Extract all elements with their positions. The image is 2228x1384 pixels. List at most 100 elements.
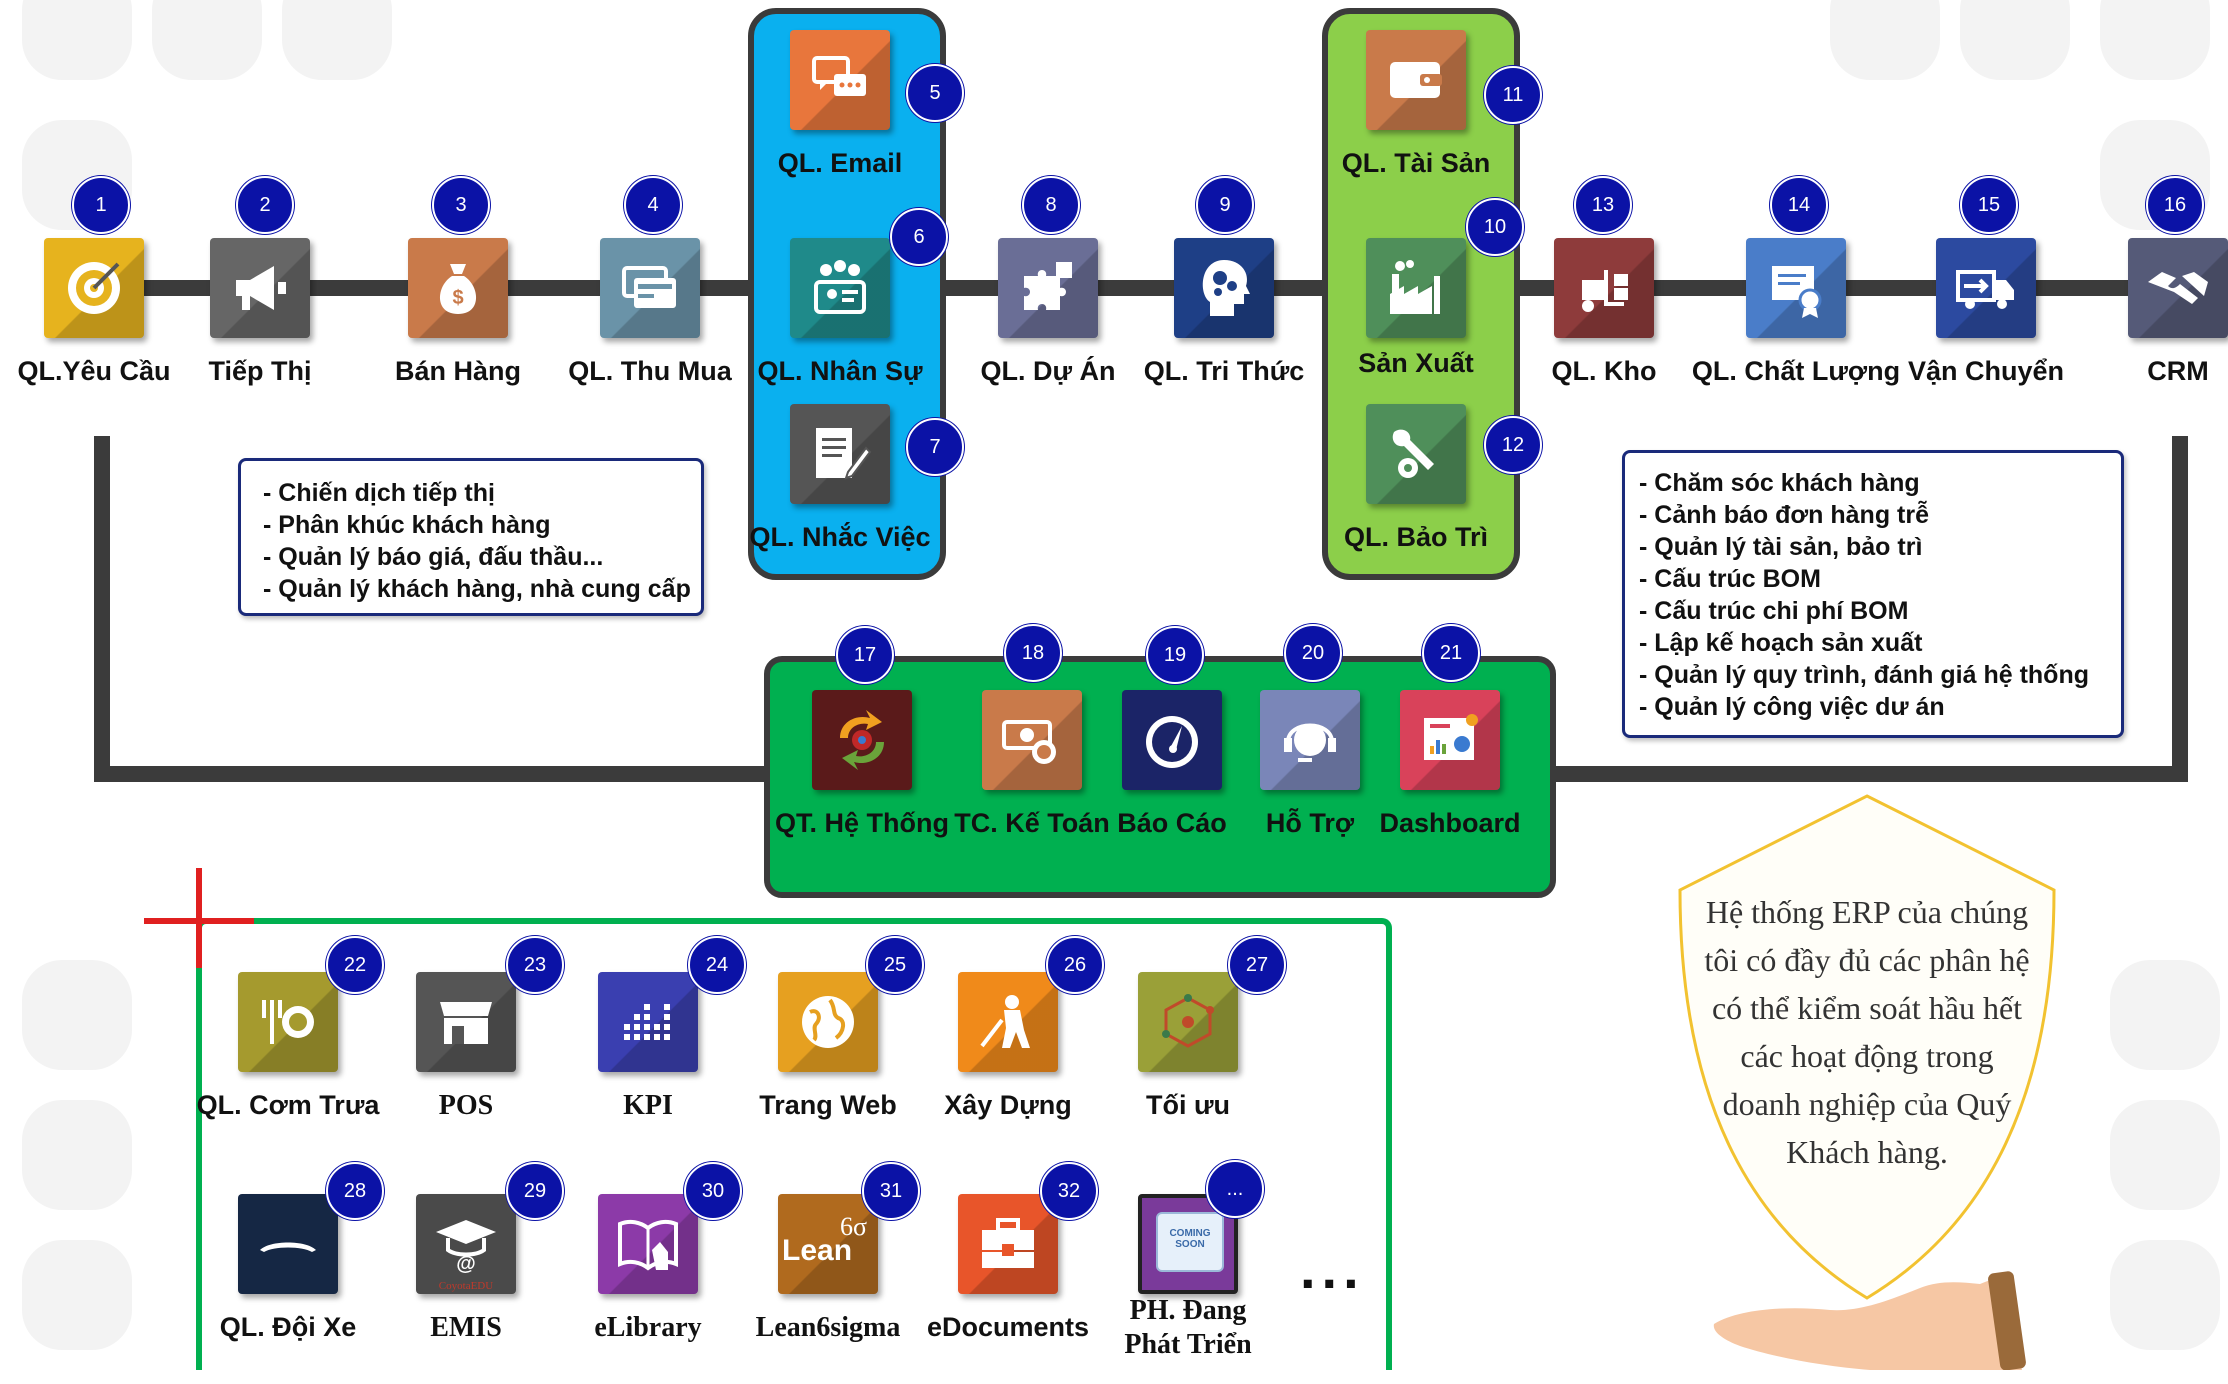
module-icon-tile: Lean 6σ (778, 1194, 878, 1294)
worker-icon (980, 995, 1030, 1048)
module-label: QL. Kho (1551, 356, 1657, 386)
module-dashboard[interactable]: Dashboard (1330, 690, 1570, 880)
brain-gears-icon (1202, 260, 1250, 316)
dashboard-icon (1424, 714, 1478, 760)
module-icon-tile (600, 238, 700, 338)
note-left-line: - Quản lý khách hàng, nhà cung cấp (263, 575, 691, 603)
gauge-icon (1146, 716, 1198, 768)
note-right-line: - Cảnh báo đơn hàng trễ (1639, 501, 1929, 529)
module-label: Lean6sigma (755, 1312, 901, 1343)
note-right-line: - Cấu trúc chi phí BOM (1639, 597, 1909, 625)
module-tiep-thi[interactable]: Tiếp Thị (140, 238, 380, 428)
module-label: PH. Đang Phát Triển (1124, 1295, 1252, 1360)
six-sigma-text: 6σ (840, 1212, 868, 1241)
module-label: eLibrary (594, 1312, 702, 1343)
module-elibrary[interactable]: eLibrary (528, 1194, 768, 1384)
module-number-badge: 16 (2146, 176, 2204, 234)
module-icon-tile (1746, 238, 1846, 338)
toolbox-icon (982, 1218, 1034, 1268)
module-ql-kho[interactable]: QL. Kho (1484, 238, 1724, 428)
module-label: Dashboard (1379, 808, 1521, 838)
module-tc-ke-toan[interactable]: TC. Kế Toán (912, 690, 1152, 880)
module-ql-chat-luong[interactable]: QL. Chất Lượng (1676, 238, 1916, 428)
module-ql-com-trua[interactable]: QL. Cơm Trưa (168, 972, 408, 1162)
graduation-icon: @ (436, 1220, 496, 1275)
module-icon-tile (1936, 238, 2036, 338)
shield-text: Hệ thống ERP của chúng tôi có đầy đủ các… (1704, 894, 2030, 1170)
module-ql-nhan-su[interactable]: QL. Nhân Sự (720, 238, 960, 428)
module-label: Sản Xuất (1358, 348, 1474, 378)
module-xay-dung[interactable]: Xây Dựng (888, 972, 1128, 1162)
globe-icon (802, 996, 854, 1048)
module-label: QL. Nhân Sự (757, 356, 923, 386)
module-pos[interactable]: POS (346, 972, 586, 1162)
module-number-badge: 11 (1484, 66, 1542, 124)
module-number-badge: 15 (1960, 176, 2018, 234)
module-number-badge: 19 (1146, 626, 1204, 684)
module-label: eDocuments (926, 1312, 1090, 1342)
module-bao-cao[interactable]: Báo Cáo (1052, 690, 1292, 880)
module-kpi[interactable]: KPI (528, 972, 768, 1162)
module-icon-tile (1122, 690, 1222, 790)
module-label: QT. Hệ Thống (775, 808, 949, 838)
module-ho-tro[interactable]: Hỗ Trợ (1190, 690, 1430, 880)
svg-text:$: $ (452, 287, 463, 309)
module-icon-tile (958, 1194, 1058, 1294)
module-emis[interactable]: @ CoyotaEDU EMIS (346, 1194, 586, 1384)
module-label: QL. Chất Lượng (1691, 356, 1901, 386)
module-number-badge: 32 (1040, 1162, 1098, 1220)
svg-text:@: @ (456, 1253, 476, 1275)
note-left: - Chiến dịch tiếp thị - Phân khúc khách … (238, 458, 704, 616)
module-ql-bao-tri[interactable]: QL. Bảo Trì (1296, 404, 1536, 594)
module-van-chuyen[interactable]: Vận Chuyển (1866, 238, 2106, 428)
forklift-icon (1582, 270, 1628, 312)
module-ql-du-an[interactable]: QL. Dự Án (928, 238, 1168, 428)
module-ql-thu-mua[interactable]: QL. Thu Mua (530, 238, 770, 428)
module-crm[interactable]: CRM (2058, 238, 2228, 428)
module-label: Trang Web (759, 1090, 897, 1120)
module-ql-tri-thuc[interactable]: QL. Tri Thức (1104, 238, 1344, 428)
module-toi-uu[interactable]: Tối ưu (1068, 972, 1308, 1162)
module-label: QL. Tri Thức (1143, 356, 1305, 386)
module-icon-tile (1366, 238, 1466, 338)
module-edocuments[interactable]: eDocuments (888, 1194, 1128, 1384)
module-qt-he-thong[interactable]: QT. Hệ Thống (742, 690, 982, 880)
module-ql-yeu-cau[interactable]: QL.Yêu Cầu (0, 238, 214, 428)
module-ph-dang-phat-trien[interactable]: COMING SOON PH. Đang Phát Triển (1068, 1194, 1308, 1384)
note-right-line: - Quản lý tài sản, bảo trì (1639, 533, 1923, 561)
note-right-line: - Quản lý công việc dư án (1639, 693, 1945, 721)
module-number-badge: 27 (1228, 936, 1286, 994)
module-label: Tiếp Thị (208, 356, 312, 386)
note-right: - Chăm sóc khách hàng - Cảnh báo đơn hàn… (1622, 450, 2124, 738)
module-ban-hang[interactable]: $ Bán Hàng (338, 238, 578, 428)
grid-dots-icon (624, 1004, 670, 1040)
module-icon-tile (1138, 972, 1238, 1072)
module-lean6sigma[interactable]: Lean 6σ Lean6sigma (708, 1194, 948, 1384)
support-icon (1284, 723, 1336, 762)
module-label: KPI (623, 1090, 673, 1121)
note-left-line: - Chiến dịch tiếp thị (263, 479, 495, 507)
module-label: Bán Hàng (394, 356, 521, 386)
module-icon-tile (2128, 238, 2228, 338)
soon-text: SOON (1175, 1239, 1205, 1250)
module-ql-doi-xe[interactable]: QL. Đội Xe (168, 1194, 408, 1384)
truck-icon (1956, 270, 2014, 309)
module-ql-nhac-viec[interactable]: QL. Nhắc Việc (720, 404, 960, 594)
wallet-icon (1390, 62, 1442, 98)
module-ql-email[interactable]: QL. Email (720, 30, 960, 220)
module-trang-web[interactable]: Trang Web (708, 972, 948, 1162)
module-san-xuat[interactable]: Sản Xuất (1296, 238, 1536, 428)
module-number-badge: 28 (326, 1162, 384, 1220)
money-bag-icon: $ (439, 264, 477, 314)
module-icon-tile (998, 238, 1098, 338)
module-label: Báo Cáo (1117, 808, 1227, 838)
coins-icon (1002, 720, 1056, 764)
coming-soon-badge: COMING SOON (1156, 1212, 1224, 1272)
module-icon-tile (44, 238, 144, 338)
megaphone-icon (236, 266, 286, 310)
module-icon-tile (1400, 690, 1500, 790)
module-icon-tile (1366, 404, 1466, 504)
module-icon-tile (1174, 238, 1274, 338)
module-label: Hỗ Trợ (1265, 808, 1355, 838)
module-ql-tai-san[interactable]: QL. Tài Sản (1296, 30, 1536, 220)
